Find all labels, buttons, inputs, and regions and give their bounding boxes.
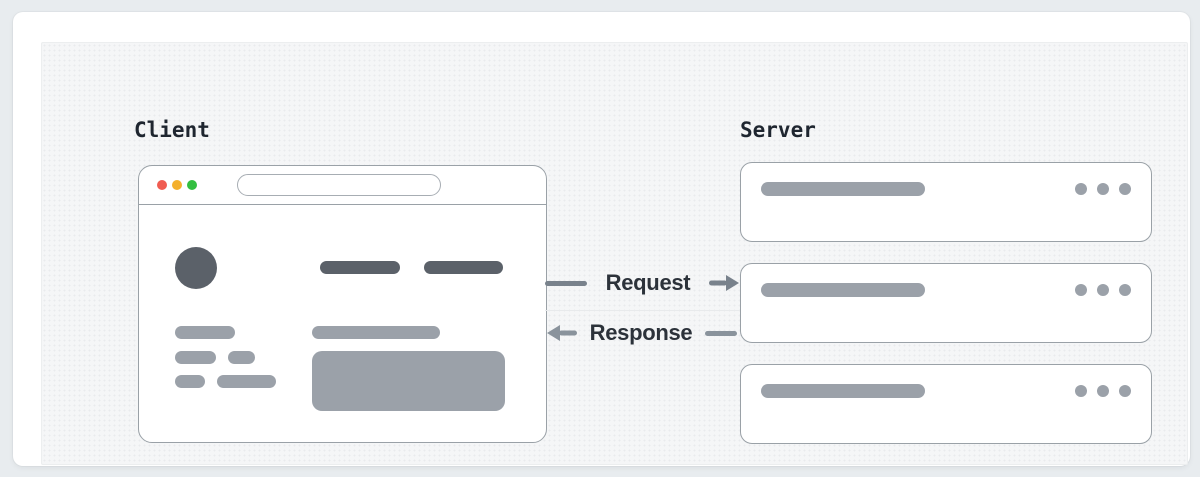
- lane-divider: [545, 310, 743, 311]
- close-window-icon: [157, 180, 167, 190]
- request-label: Request: [605, 270, 691, 295]
- status-dot: [1075, 385, 1087, 397]
- server-label: Server: [740, 118, 816, 142]
- skeleton-bar: [761, 182, 925, 196]
- skeleton-bar: [312, 326, 440, 339]
- status-dot: [1097, 183, 1109, 195]
- skeleton-bar: [175, 375, 205, 388]
- skeleton-bar: [761, 384, 925, 398]
- skeleton-bar: [228, 351, 255, 364]
- server-status-dots: [1075, 385, 1131, 397]
- skeleton-bar: [175, 351, 216, 364]
- client-browser-window: [138, 165, 547, 443]
- request-flow: Request: [545, 271, 739, 295]
- avatar-placeholder: [175, 247, 217, 289]
- response-line: [705, 330, 737, 336]
- browser-titlebar: [139, 166, 546, 205]
- server-node: [740, 162, 1152, 242]
- skeleton-bar: [424, 261, 503, 274]
- skeleton-content-block: [312, 351, 505, 411]
- diagram-card: Client Server: [13, 12, 1190, 466]
- status-dot: [1097, 284, 1109, 296]
- maximize-window-icon: [187, 180, 197, 190]
- arrow-right-icon: [708, 275, 739, 291]
- traffic-light-dots: [157, 180, 197, 190]
- server-status-dots: [1075, 183, 1131, 195]
- status-dot: [1119, 385, 1131, 397]
- response-label: Response: [589, 320, 693, 345]
- status-dot: [1097, 385, 1109, 397]
- skeleton-bar: [217, 375, 276, 388]
- address-bar: [237, 174, 441, 196]
- client-label: Client: [134, 118, 210, 142]
- server-node: [740, 364, 1152, 444]
- arrow-left-icon: [547, 325, 577, 341]
- server-status-dots: [1075, 284, 1131, 296]
- server-stack: [740, 162, 1152, 444]
- diagram-panel: Client Server: [41, 42, 1188, 465]
- status-dot: [1075, 284, 1087, 296]
- response-flow: Response: [547, 321, 737, 345]
- status-dot: [1075, 183, 1087, 195]
- request-line: [545, 280, 587, 286]
- status-dot: [1119, 183, 1131, 195]
- status-dot: [1119, 284, 1131, 296]
- minimize-window-icon: [172, 180, 182, 190]
- server-node: [740, 263, 1152, 343]
- skeleton-bar: [175, 326, 235, 339]
- skeleton-bar: [761, 283, 925, 297]
- skeleton-bar: [320, 261, 400, 274]
